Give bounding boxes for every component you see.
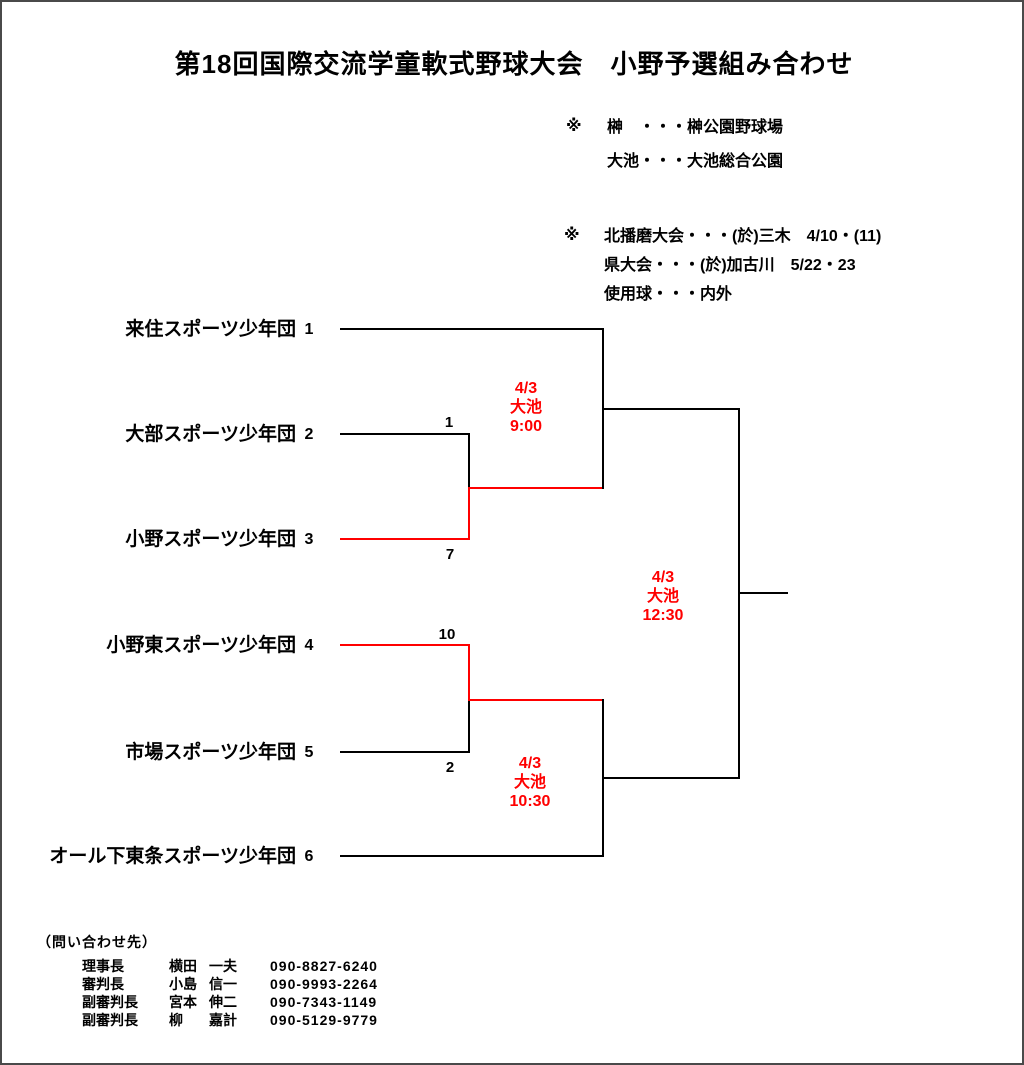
team-name: 小野スポーツ少年団 bbox=[125, 529, 296, 550]
match2-vertical-top-winner bbox=[468, 644, 470, 701]
page-title: 第18回国際交流学童軟式野球大会 小野予選組み合わせ bbox=[174, 49, 854, 79]
contact-role: 副審判長 bbox=[82, 994, 138, 1010]
team-name: オール下東条スポーツ少年団 bbox=[49, 846, 296, 867]
contact-surname: 柳 bbox=[169, 1012, 183, 1028]
team-entry-2: 大部スポーツ少年団 2 bbox=[32, 424, 322, 446]
contact-row-3: 副審判長 宮本 伸二 090-7343-1149 bbox=[82, 993, 378, 1011]
note1-line-sakaki: 榊 ・・・榊公園野球場 bbox=[607, 119, 784, 136]
match2-bottom-score: 2 bbox=[445, 759, 455, 776]
semifinal1-winner-line bbox=[602, 408, 740, 410]
team-seed: 2 bbox=[304, 426, 314, 443]
match1-bottom-score: 7 bbox=[445, 546, 455, 563]
match2-winner-line bbox=[468, 699, 604, 701]
semifinal2-winner-line bbox=[602, 777, 740, 779]
contact-row-4: 副審判長 柳 嘉計 090-5129-9779 bbox=[82, 1011, 378, 1029]
contact-phone: 090-8827-6240 bbox=[270, 958, 378, 974]
contact-given-name: 嘉計 bbox=[209, 1012, 237, 1028]
semifinal1-time: 9:00 bbox=[509, 418, 543, 435]
team-seed: 6 bbox=[304, 848, 314, 865]
team-name: 大部スポーツ少年団 bbox=[125, 424, 296, 445]
team-seed: 1 bbox=[304, 321, 314, 338]
team2-line bbox=[340, 433, 470, 435]
team-entry-1: 来住スポーツ少年団 1 bbox=[32, 319, 322, 341]
contact-given-name: 信一 bbox=[209, 976, 237, 992]
contact-row-2: 審判長 小島 信一 090-9993-2264 bbox=[82, 975, 378, 993]
contact-given-name: 一夫 bbox=[209, 958, 237, 974]
team1-line bbox=[340, 328, 604, 330]
team5-line bbox=[340, 751, 470, 753]
match1-top-score: 1 bbox=[444, 414, 454, 431]
team-name: 小野東スポーツ少年団 bbox=[106, 635, 296, 656]
contact-given-name: 伸二 bbox=[209, 994, 237, 1010]
note2-line-kitaharima: 北播磨大会・・・(於)三木 4/10・(11) bbox=[604, 228, 882, 245]
match1-winner-line bbox=[468, 487, 604, 489]
semifinal2-venue: 大池 bbox=[513, 774, 546, 791]
contact-surname: 横田 bbox=[169, 958, 197, 974]
final-date: 4/3 bbox=[651, 569, 675, 586]
semifinal2-date: 4/3 bbox=[518, 755, 542, 772]
team-entry-4: 小野東スポーツ少年団 4 bbox=[32, 635, 322, 657]
match1-vertical-bottom-winner bbox=[468, 487, 470, 540]
note2-tournament-info: 北播磨大会・・・(於)三木 4/10・(11) 県大会・・・(於)加古川 5/2… bbox=[604, 222, 881, 309]
contact-list: 理事長 横田 一夫 090-8827-6240 審判長 小島 信一 090-99… bbox=[82, 957, 378, 1029]
final-venue: 大池 bbox=[646, 588, 679, 605]
team-seed: 5 bbox=[304, 744, 314, 761]
team-name: 市場スポーツ少年団 bbox=[125, 742, 296, 763]
note1-line-oike: 大池・・・大池総合公園 bbox=[607, 153, 784, 170]
note1-marker: ※ bbox=[566, 118, 582, 135]
contact-phone: 090-5129-9779 bbox=[270, 1012, 378, 1028]
note2-marker: ※ bbox=[564, 227, 580, 244]
contact-phone: 090-9993-2264 bbox=[270, 976, 378, 992]
team6-line bbox=[340, 855, 604, 857]
team4-line-winner bbox=[340, 644, 470, 646]
final-schedule-label: 4/3 大池 12:30 bbox=[618, 568, 708, 625]
team-entry-5: 市場スポーツ少年団 5 bbox=[32, 742, 322, 764]
contact-role: 理事長 bbox=[82, 958, 124, 974]
match1-vertical-top bbox=[468, 433, 470, 489]
team-seed: 4 bbox=[304, 637, 314, 654]
semifinal2-schedule-label: 4/3 大池 10:30 bbox=[485, 754, 575, 811]
contact-phone: 090-7343-1149 bbox=[270, 994, 378, 1010]
match2-vertical-bottom bbox=[468, 699, 470, 753]
semifinal1-schedule-label: 4/3 大池 9:00 bbox=[481, 379, 571, 436]
contact-heading: （問い合わせ先） bbox=[37, 934, 157, 950]
team-entry-3: 小野スポーツ少年団 3 bbox=[32, 529, 322, 551]
contact-row-1: 理事長 横田 一夫 090-8827-6240 bbox=[82, 957, 378, 975]
contact-surname: 小島 bbox=[169, 976, 197, 992]
team-name: 来住スポーツ少年団 bbox=[125, 319, 296, 340]
semifinal1-venue: 大池 bbox=[509, 399, 542, 416]
team-entry-6: オール下東条スポーツ少年団 6 bbox=[32, 846, 322, 868]
semifinal2-time: 10:30 bbox=[509, 793, 551, 810]
note2-line-ball: 使用球・・・内外 bbox=[604, 286, 733, 303]
match2-top-score: 10 bbox=[438, 626, 456, 643]
contact-role: 副審判長 bbox=[82, 1012, 138, 1028]
contact-role: 審判長 bbox=[82, 976, 124, 992]
note2-line-kentaikai: 県大会・・・(於)加古川 5/22・23 bbox=[604, 257, 856, 274]
contact-surname: 宮本 bbox=[169, 994, 197, 1010]
team-seed: 3 bbox=[304, 531, 314, 548]
note1-venue-legend: 榊 ・・・榊公園野球場 大池・・・大池総合公園 bbox=[607, 111, 783, 179]
team3-line-winner bbox=[340, 538, 470, 540]
champion-line bbox=[738, 592, 788, 594]
semifinal1-date: 4/3 bbox=[514, 380, 538, 397]
final-time: 12:30 bbox=[642, 607, 684, 624]
